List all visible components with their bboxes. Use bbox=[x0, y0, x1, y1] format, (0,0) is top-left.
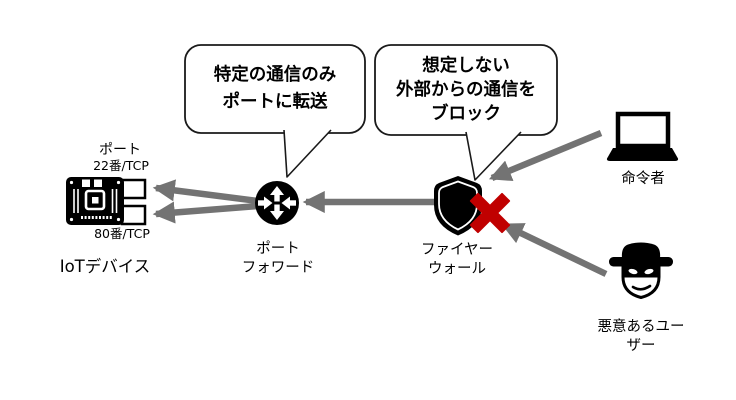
spy-smirk bbox=[631, 284, 652, 291]
port-forward-callout-text: 特定の通信のみ ポートに転送 bbox=[213, 64, 337, 112]
port-title-label: ポート bbox=[99, 142, 141, 158]
arrow-commander-to-firewall bbox=[488, 129, 603, 182]
firewall-label: ファイヤー ウォール bbox=[420, 242, 494, 278]
speech-bubble-port-forward bbox=[184, 44, 366, 178]
attacker-spy-icon bbox=[609, 242, 673, 300]
commander-laptop-icon bbox=[606, 111, 679, 161]
router-icon bbox=[255, 181, 299, 225]
spy-mask bbox=[624, 265, 658, 278]
blocked-x-icon bbox=[469, 192, 511, 234]
port22-socket bbox=[120, 178, 147, 200]
arrow-router-to-port80 bbox=[152, 201, 259, 224]
speech-bubble-firewall bbox=[374, 44, 558, 181]
port22-label: 22番/TCP bbox=[93, 158, 149, 173]
malicious-user-label: 悪意あるユー ザー bbox=[597, 319, 685, 355]
port-forward-label: ポート フォワード bbox=[241, 241, 315, 277]
firewall-shield-icon bbox=[434, 176, 482, 236]
iot-device-label: IoTデバイス bbox=[59, 257, 151, 276]
firewall-callout-text: 想定しない 外部からの通信を ブロック bbox=[396, 55, 536, 125]
arrow-attacker-to-firewall bbox=[501, 222, 608, 277]
commander-label: 命令者 bbox=[621, 171, 665, 187]
traffic-arrows bbox=[152, 129, 608, 277]
spy-hat-crown bbox=[621, 242, 661, 258]
port80-socket bbox=[120, 204, 147, 226]
port80-label: 80番/TCP bbox=[94, 226, 150, 241]
arrow-router-to-port22 bbox=[152, 179, 259, 205]
iot-device-icon bbox=[66, 177, 147, 226]
spy-hat-brim bbox=[609, 257, 673, 267]
cpu-chip bbox=[84, 189, 106, 211]
